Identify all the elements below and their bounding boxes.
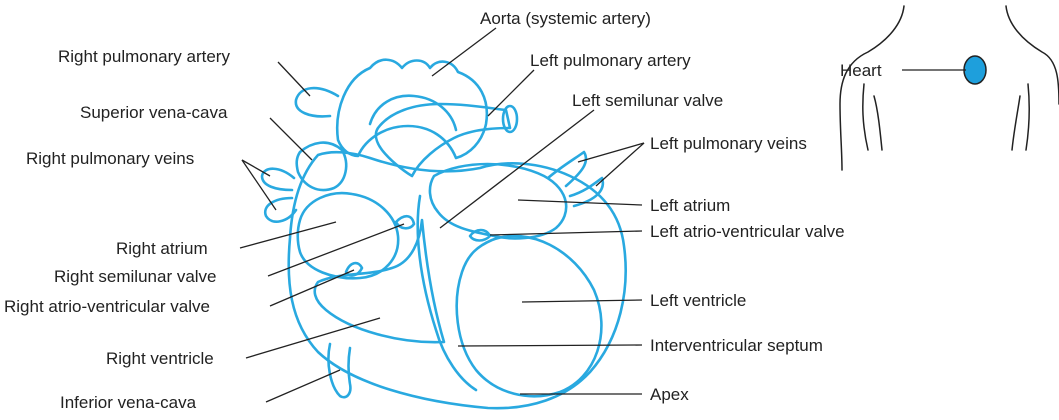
label-inferior-vena-cava: Inferior vena-cava bbox=[60, 393, 197, 412]
leader-inferior-vena-cava bbox=[266, 370, 340, 402]
leader-left-av-valve bbox=[490, 231, 642, 235]
leader-right-pulmonary-artery bbox=[278, 62, 310, 96]
label-left-semilunar-valve: Left semilunar valve bbox=[572, 91, 723, 110]
right-arm-outer bbox=[1012, 96, 1020, 150]
label-left-pulmonary-veins: Left pulmonary veins bbox=[650, 134, 807, 153]
label-left-atrium: Left atrium bbox=[650, 196, 730, 215]
left-ventricle-cavity bbox=[457, 236, 602, 396]
heart-icon bbox=[964, 56, 986, 84]
torso-left-outline bbox=[840, 6, 904, 170]
left-arm-outer bbox=[874, 96, 882, 150]
aorta-inner-curve bbox=[370, 96, 456, 130]
label-left-pulmonary-artery: Left pulmonary artery bbox=[530, 51, 691, 70]
label-interventricular-septum: Interventricular septum bbox=[650, 336, 823, 355]
leader-right-av-valve bbox=[270, 270, 354, 306]
label-right-atrium: Right atrium bbox=[116, 239, 208, 258]
aorta-arch bbox=[337, 60, 487, 158]
leader-right-ventricle bbox=[246, 318, 380, 358]
leader-right-atrium bbox=[240, 222, 336, 248]
leader-interventricular-septum bbox=[458, 345, 642, 346]
label-right-semilunar-valve: Right semilunar valve bbox=[54, 267, 217, 286]
left-arm-outline bbox=[863, 84, 868, 150]
septum-outline bbox=[418, 196, 476, 390]
superior-vena-cava bbox=[297, 143, 346, 190]
label-right-av-valve: Right atrio-ventricular valve bbox=[4, 297, 210, 316]
leader-left-pulmonary-artery bbox=[488, 70, 534, 116]
right-pulmonary-artery-vessel bbox=[296, 88, 338, 116]
leader-superior-vena-cava bbox=[270, 118, 312, 160]
torso-icon bbox=[840, 6, 1059, 170]
label-left-av-valve: Left atrio-ventricular valve bbox=[650, 222, 845, 241]
leader-left-semilunar-valve bbox=[440, 110, 594, 228]
right-arm-outline bbox=[1026, 84, 1029, 150]
label-right-ventricle: Right ventricle bbox=[106, 349, 214, 368]
label-aorta: Aorta (systemic artery) bbox=[480, 9, 651, 28]
heart-illustration bbox=[262, 60, 626, 408]
label-superior-vena-cava: Superior vena-cava bbox=[80, 103, 228, 122]
leader-aorta bbox=[432, 28, 496, 76]
label-apex: Apex bbox=[650, 385, 689, 404]
label-heart: Heart bbox=[840, 61, 882, 80]
label-left-ventricle: Left ventricle bbox=[650, 291, 746, 310]
right-atrium-outline bbox=[298, 193, 398, 278]
label-right-pulmonary-veins: Right pulmonary veins bbox=[26, 149, 194, 168]
label-right-pulmonary-artery: Right pulmonary artery bbox=[58, 47, 230, 66]
leader-right-pulmonary-veins-a bbox=[242, 160, 270, 176]
right-pulmonary-vein-upper bbox=[262, 169, 294, 190]
torso-right-outline bbox=[1006, 6, 1059, 104]
